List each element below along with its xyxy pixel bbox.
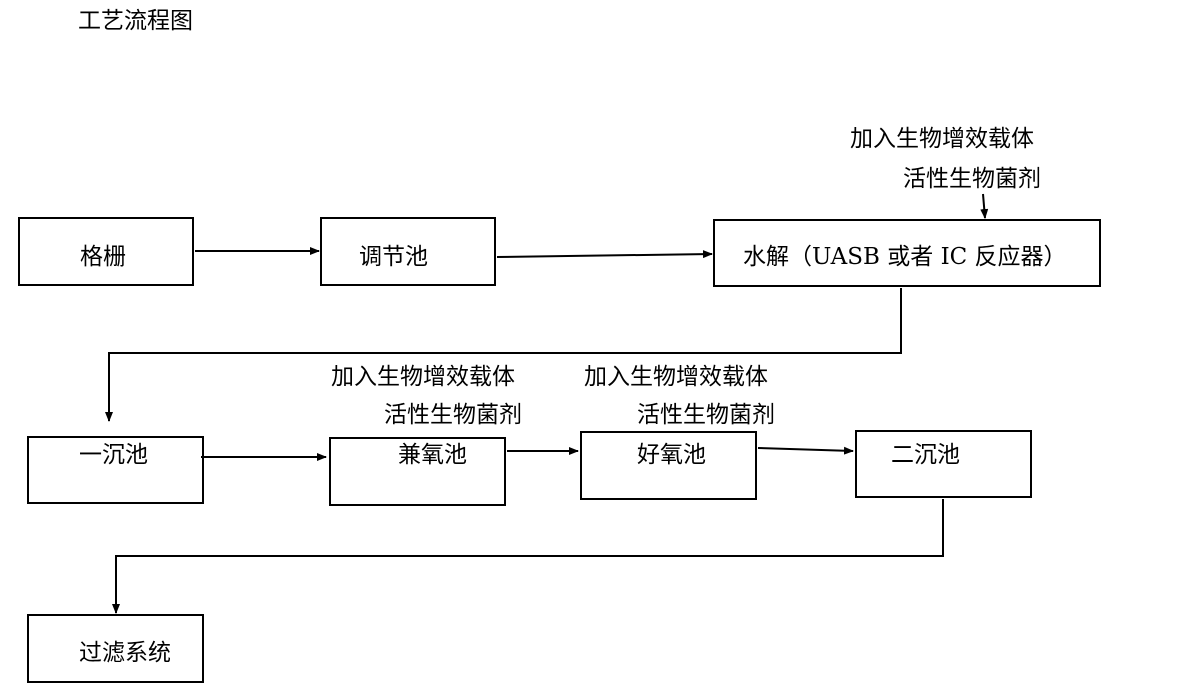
- arrow-regulating-to-hydrolysis: [496, 250, 713, 259]
- node-grille: [18, 217, 194, 286]
- arrow-secondary-to-filtration: [112, 499, 944, 614]
- label-primary-settling: 一沉池: [79, 442, 148, 468]
- hydrolysis-input-line1: 加入生物增效载体: [850, 126, 1034, 152]
- hydrolysis-input-line2: 活性生物菌剂: [903, 166, 1041, 192]
- node-hydrolysis: [713, 219, 1101, 287]
- label-aerobic-tank: 好氧池: [637, 442, 706, 468]
- arrow-hydrolysis-to-primary: [105, 288, 902, 422]
- node-anoxic-tank: [329, 437, 506, 506]
- node-primary-settling: [27, 436, 204, 504]
- label-hydrolysis: 水解（UASB 或者 IC 反应器）: [743, 244, 1067, 270]
- aerobic-input-line2: 活性生物菌剂: [637, 402, 775, 428]
- node-filtration: [27, 614, 204, 683]
- node-regulating-tank: [320, 217, 496, 286]
- arrow-aerobic-to-secondary: [757, 446, 854, 455]
- anoxic-input-line2: 活性生物菌剂: [384, 402, 522, 428]
- node-secondary-settling: [855, 430, 1032, 498]
- label-secondary-settling: 二沉池: [891, 442, 960, 468]
- label-grille: 格栅: [80, 244, 126, 270]
- diagram-title: 工艺流程图: [78, 8, 193, 34]
- arrow-additive-to-hydrolysis: [980, 193, 989, 219]
- label-regulating-tank: 调节池: [359, 244, 428, 270]
- aerobic-input-line1: 加入生物增效载体: [584, 364, 768, 390]
- label-filtration: 过滤系统: [79, 640, 171, 666]
- label-anoxic-tank: 兼氧池: [398, 442, 467, 468]
- node-aerobic-tank: [580, 431, 757, 500]
- anoxic-input-line1: 加入生物增效载体: [331, 364, 515, 390]
